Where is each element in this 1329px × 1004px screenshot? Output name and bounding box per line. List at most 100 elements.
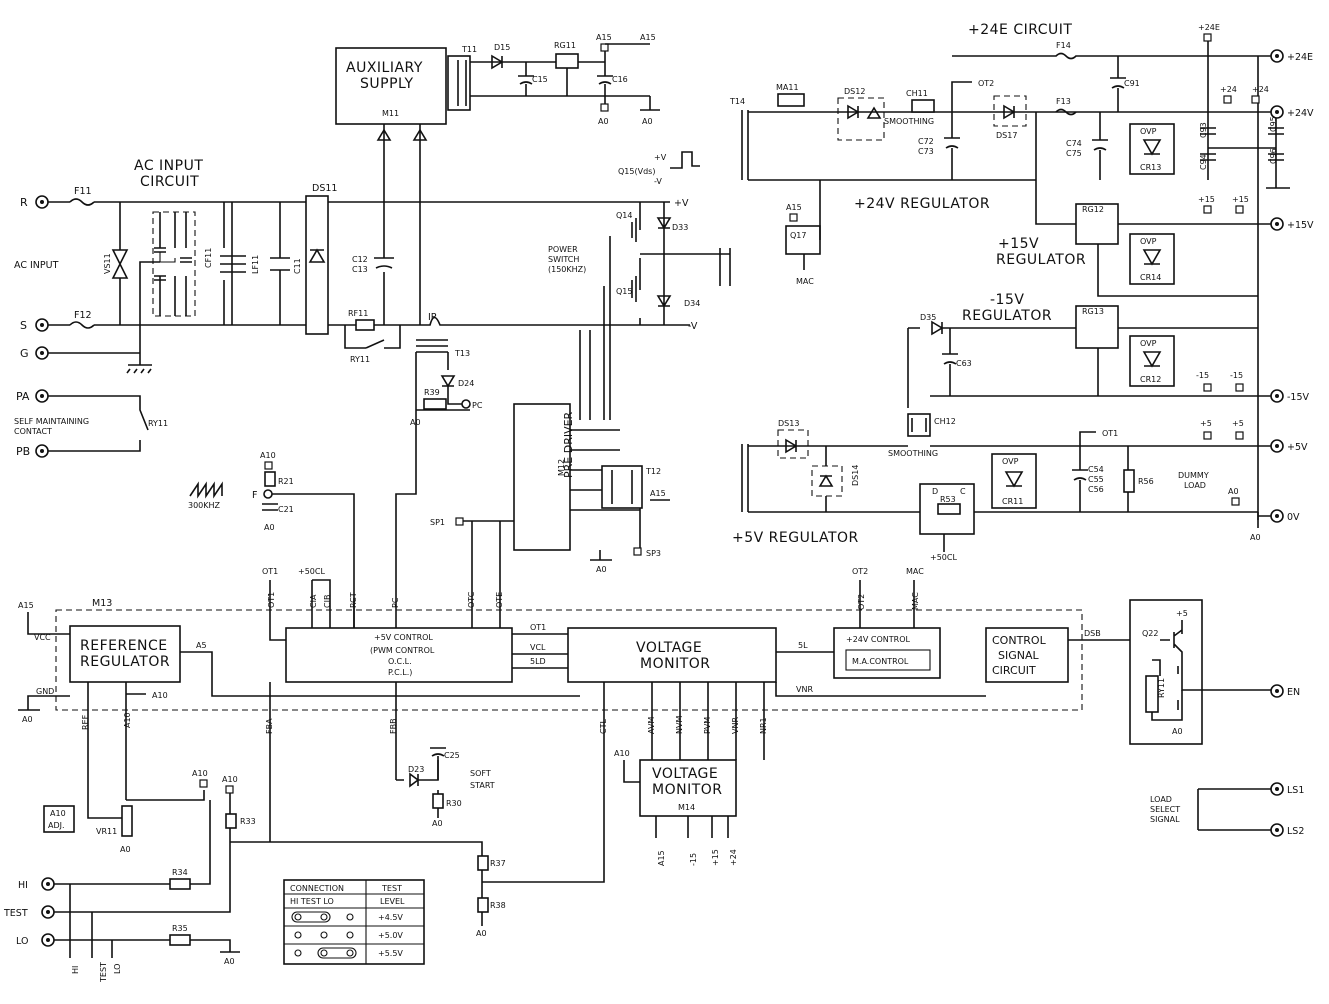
aux-supply-line1: AUXILIARY (346, 60, 423, 76)
svg-text:R33: R33 (240, 817, 256, 826)
self-maintaining-contact: PA PB SELF MAINTAINING CONTACT RY11 (14, 389, 168, 458)
svg-text:C54: C54 (1088, 465, 1104, 474)
output-section: T14 MA11 DS12 CH11 SMOOTHING OT2 C72 C73… (729, 23, 1314, 837)
svg-text:DS12: DS12 (844, 87, 865, 96)
ctl24-line2: M.A.CONTROL (852, 657, 909, 666)
term-24v: +24V (1287, 108, 1314, 119)
vmon-line1: VOLTAGE (636, 640, 702, 656)
term-24e: +24E (1287, 52, 1313, 63)
ac-input-circuit-title-2: CIRCUIT (140, 174, 199, 190)
svg-text:PC: PC (472, 401, 483, 410)
svg-text:OT1: OT1 (1102, 429, 1118, 438)
pwm-line2: (PWM CONTROL (370, 646, 435, 655)
svg-text:FBB: FBB (389, 718, 398, 734)
term-ls1: LS1 (1287, 785, 1304, 796)
svg-text:+50CL: +50CL (298, 567, 325, 576)
svg-text:A0: A0 (264, 523, 275, 532)
svg-text:C91: C91 (1124, 79, 1140, 88)
svg-text:-15: -15 (1196, 371, 1209, 380)
svg-text:5LD: 5LD (530, 657, 546, 666)
svg-text:D34: D34 (684, 299, 700, 308)
svg-text:A0: A0 (1250, 533, 1261, 542)
svg-text:T11: T11 (461, 45, 477, 54)
svg-text:MAC: MAC (796, 277, 814, 286)
svg-text:C95: C95 (1269, 116, 1278, 132)
svg-text:SELECT: SELECT (1150, 805, 1180, 814)
svg-text:VR11: VR11 (96, 827, 117, 836)
svg-text:A0: A0 (598, 117, 609, 126)
svg-text:OT1: OT1 (267, 592, 276, 608)
csc-line2: SIGNAL (998, 649, 1040, 662)
svg-text:RG11: RG11 (554, 41, 576, 50)
svg-text:HI: HI (71, 966, 80, 974)
vmon-line2: MONITOR (640, 656, 711, 672)
svg-text:A15: A15 (640, 33, 656, 42)
svg-text:CR14: CR14 (1140, 273, 1161, 282)
svg-text:RY11: RY11 (148, 419, 168, 428)
test-level-table: CONNECTION TEST LEVEL HI TEST LO +4.5V +… (283, 879, 425, 965)
svg-text:R53: R53 (940, 495, 956, 504)
svg-text:D24: D24 (458, 379, 474, 388)
control-section: 300KHZ F R21 A10 C21 A0 M13 REFERENCE RE… (3, 409, 1271, 983)
svg-text:HI TEST LO: HI TEST LO (290, 897, 334, 906)
svg-text:REF: REF (81, 714, 90, 730)
svg-text:C11: C11 (293, 258, 302, 274)
svg-text:OT2: OT2 (852, 567, 868, 576)
aux-supply-ref: M11 (382, 109, 399, 118)
svg-text:A10: A10 (50, 809, 66, 818)
svg-text:CR12: CR12 (1140, 375, 1161, 384)
svg-text:OT2: OT2 (857, 594, 866, 610)
svg-text:RF11: RF11 (348, 309, 368, 318)
svg-text:SP3: SP3 (646, 549, 661, 558)
svg-text:DS14: DS14 (851, 465, 860, 486)
svg-text:-V: -V (688, 321, 698, 332)
svg-text:A10: A10 (260, 451, 276, 460)
svg-text:A10: A10 (123, 712, 132, 728)
svg-text:A0: A0 (476, 929, 487, 938)
svg-text:PC: PC (391, 597, 400, 608)
svg-text:D33: D33 (672, 223, 688, 232)
svg-text:R21: R21 (278, 477, 294, 486)
svg-text:A0: A0 (1228, 487, 1239, 496)
vmon2-line2: MONITOR (652, 782, 723, 798)
reg15-title: +15V (998, 236, 1039, 252)
svg-text:LO: LO (113, 964, 122, 974)
svg-text:SMOOTHING: SMOOTHING (888, 449, 938, 458)
svg-text:Q17: Q17 (790, 231, 806, 240)
term-0v: 0V (1287, 512, 1300, 523)
svg-text:A15: A15 (18, 601, 34, 610)
ac-input-circuit-title: AC INPUT (134, 158, 203, 174)
svg-text:PA: PA (16, 390, 30, 403)
m13-label: M13 (92, 598, 112, 609)
svg-text:A0: A0 (642, 117, 653, 126)
svg-text:LOAD: LOAD (1150, 795, 1172, 804)
svg-text:LF11: LF11 (251, 255, 260, 274)
svg-text:R35: R35 (172, 924, 188, 933)
svg-text:D23: D23 (408, 765, 424, 774)
svg-text:DUMMY: DUMMY (1178, 471, 1209, 480)
svg-text:OT1: OT1 (262, 567, 278, 576)
term-ls2: LS2 (1287, 826, 1304, 837)
svg-text:5L: 5L (798, 641, 808, 650)
svg-text:Q14: Q14 (616, 211, 632, 220)
terminal-r-label: R (20, 196, 28, 209)
svg-text:LO: LO (16, 936, 28, 947)
svg-text:SIGNAL: SIGNAL (1150, 815, 1180, 824)
svg-text:A10: A10 (192, 769, 208, 778)
svg-text:TEST: TEST (381, 884, 402, 893)
svg-text:F11: F11 (74, 186, 92, 197)
svg-text:A0: A0 (224, 957, 235, 966)
svg-text:A5: A5 (196, 641, 207, 650)
svg-text:OVP: OVP (1140, 127, 1157, 136)
svg-text:A10: A10 (614, 749, 630, 758)
ref-reg-line2: REGULATOR (80, 654, 170, 670)
svg-text:C94: C94 (1199, 154, 1208, 170)
term-15v: +15V (1287, 220, 1314, 231)
svg-text:DS11: DS11 (312, 183, 337, 194)
svg-text:C13: C13 (352, 265, 368, 274)
svg-text:C74: C74 (1066, 139, 1082, 148)
svg-text:Q15: Q15 (616, 287, 632, 296)
svg-text:C21: C21 (278, 505, 294, 514)
svg-text:R56: R56 (1138, 477, 1154, 486)
